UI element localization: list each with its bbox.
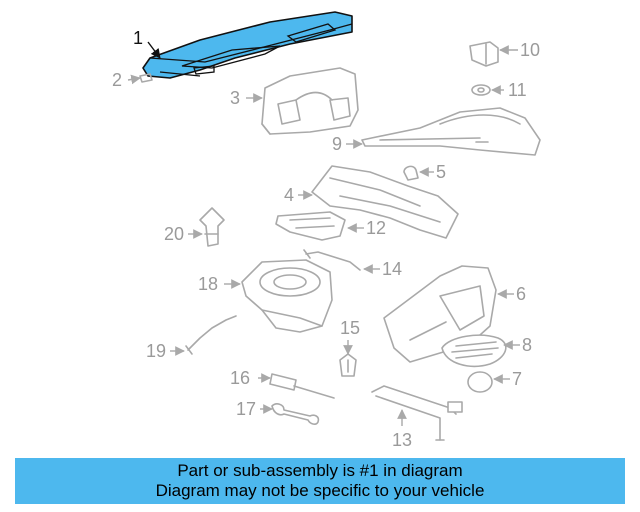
label-4: 4 [284, 185, 294, 205]
part-8-vent-grille [441, 334, 507, 368]
part-1-package-tray [142, 11, 353, 79]
banner-line-2: Diagram may not be specific to your vehi… [155, 481, 485, 500]
label-10: 10 [520, 40, 540, 60]
label-14: 14 [382, 259, 402, 279]
part-12-bracket [275, 211, 346, 241]
part-10-bracket [469, 41, 499, 67]
part-18-storage-tray [241, 259, 333, 333]
part-14-rod [303, 249, 361, 271]
label-18: 18 [198, 274, 218, 294]
label-7: 7 [512, 369, 522, 389]
info-banner: Part or sub-assembly is #1 in diagram Di… [15, 458, 625, 504]
label-19: 19 [146, 341, 166, 361]
label-20: 20 [164, 224, 184, 244]
label-16: 16 [230, 368, 250, 388]
parts-diagram: 1 2 3 10 11 9 5 [112, 11, 541, 450]
part-5-knob [403, 165, 419, 181]
label-5: 5 [436, 162, 446, 182]
part-13-jack [371, 385, 463, 441]
part-9-side-trim [361, 107, 541, 156]
label-17: 17 [236, 399, 256, 419]
part-3-trim-panel [261, 67, 359, 135]
label-6: 6 [516, 284, 526, 304]
label-1: 1 [133, 28, 143, 48]
part-16-jack-handle [269, 373, 335, 399]
part-2-clip [139, 73, 153, 83]
part-20-fitting [199, 207, 225, 247]
leader-1 [147, 41, 161, 59]
banner-line-1: Part or sub-assembly is #1 in diagram [177, 461, 463, 480]
label-8: 8 [522, 335, 532, 355]
label-13: 13 [392, 430, 412, 450]
leader-2 [127, 74, 141, 85]
part-15-clip [339, 353, 357, 377]
part-7-cap [467, 371, 493, 393]
part-4-sill-trim [311, 165, 459, 239]
label-9: 9 [332, 134, 342, 154]
part-17-wrench [271, 403, 320, 425]
part-19-cable [185, 315, 237, 355]
label-15: 15 [340, 318, 360, 338]
label-3: 3 [230, 88, 240, 108]
label-11: 11 [508, 80, 527, 100]
part-11-grommet [471, 84, 491, 96]
label-2: 2 [112, 70, 122, 90]
label-12: 12 [366, 218, 386, 238]
